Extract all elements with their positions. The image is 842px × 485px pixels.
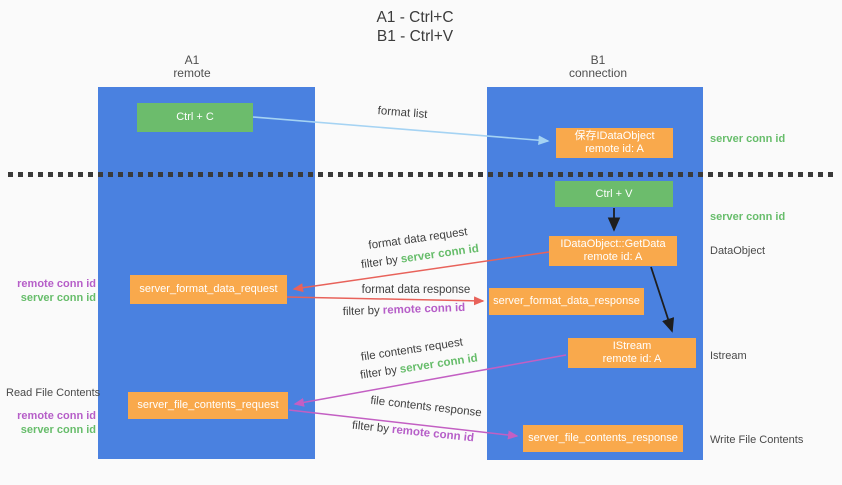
remote-conn-id-text: remote conn id bbox=[382, 301, 466, 317]
ctrl-c-box: Ctrl + C bbox=[137, 103, 253, 132]
title-line-1: A1 - Ctrl+C bbox=[376, 9, 454, 26]
server-conn-id-text: server conn id bbox=[400, 242, 480, 266]
read-file-contents-label: Read File Contents bbox=[6, 387, 101, 399]
filter-by-text: filter by bbox=[359, 364, 398, 382]
lane-b1-role: connection bbox=[568, 66, 628, 80]
save-dataobject-line1: 保存IDataObject bbox=[574, 130, 655, 142]
save-dataobject-line2: remote id: A bbox=[585, 143, 644, 155]
write-file-contents-label: Write File Contents bbox=[710, 434, 804, 446]
getdata-line1: IDataObject::GetData bbox=[560, 238, 666, 250]
remote-conn-id-label: remote conn id bbox=[17, 278, 96, 290]
machine-boundary-dotted-line bbox=[8, 172, 836, 177]
istream-line1: IStream bbox=[612, 340, 652, 352]
lane-header-a1: A1 remote bbox=[112, 54, 272, 80]
format-request-label: server_format_data_request bbox=[139, 283, 278, 295]
server-conn-id-label: server conn id bbox=[20, 292, 96, 304]
remote-conn-id-text: remote conn id bbox=[391, 423, 475, 445]
dataobject-label: DataObject bbox=[710, 245, 766, 257]
left-conn-id-pair-1: remote conn id server conn id bbox=[8, 277, 96, 305]
lane-a1-role: remote bbox=[173, 66, 211, 80]
server-conn-id-label-mid: server conn id bbox=[710, 211, 786, 223]
istream-label: Istream bbox=[710, 350, 747, 362]
format-data-response-arrow bbox=[286, 296, 485, 306]
server-format-data-response-box: server_format_data_response bbox=[489, 288, 644, 315]
server-conn-id-label-top: server conn id bbox=[710, 133, 786, 145]
server-file-contents-request-box: server_file_contents_request bbox=[128, 392, 288, 419]
file-contents-response-label: file contents response bbox=[369, 394, 483, 420]
lane-a1-name: A1 bbox=[184, 53, 200, 67]
remote-conn-id-label: remote conn id bbox=[17, 410, 96, 422]
file-response-label: server_file_contents_response bbox=[528, 432, 678, 444]
diagram-title: A1 - Ctrl+C B1 - Ctrl+V bbox=[300, 8, 530, 46]
filter-by-text: filter by bbox=[342, 304, 381, 319]
format-list-label: format list bbox=[377, 105, 428, 121]
file-request-label: server_file_contents_request bbox=[137, 399, 279, 411]
istream-line2: remote id: A bbox=[602, 353, 662, 365]
filter-by-text: filter by bbox=[351, 419, 390, 436]
lane-header-b1: B1 connection bbox=[518, 54, 678, 80]
server-conn-id-label: server conn id bbox=[20, 424, 96, 436]
server-format-data-request-box: server_format_data_request bbox=[130, 275, 287, 304]
title-line-2: B1 - Ctrl+V bbox=[376, 28, 454, 45]
save-dataobject-box: 保存IDataObject remote id: A bbox=[556, 128, 673, 158]
format-response-label: server_format_data_response bbox=[493, 295, 640, 307]
getdata-line2: remote id: A bbox=[583, 251, 643, 263]
server-file-contents-response-box: server_file_contents_response bbox=[523, 425, 683, 452]
filter-by-text: filter by bbox=[360, 254, 399, 272]
left-conn-id-pair-2: remote conn id server conn id bbox=[8, 409, 96, 437]
lane-b1-name: B1 bbox=[590, 53, 606, 67]
idataobject-getdata-box: IDataObject::GetData remote id: A bbox=[549, 236, 677, 266]
istream-box: IStream remote id: A bbox=[568, 338, 696, 368]
format-data-response-label: format data response bbox=[361, 284, 471, 296]
ctrl-v-box: Ctrl + V bbox=[555, 181, 673, 207]
ctrl-c-label: Ctrl + C bbox=[176, 111, 214, 123]
ctrl-v-label: Ctrl + V bbox=[595, 187, 633, 200]
